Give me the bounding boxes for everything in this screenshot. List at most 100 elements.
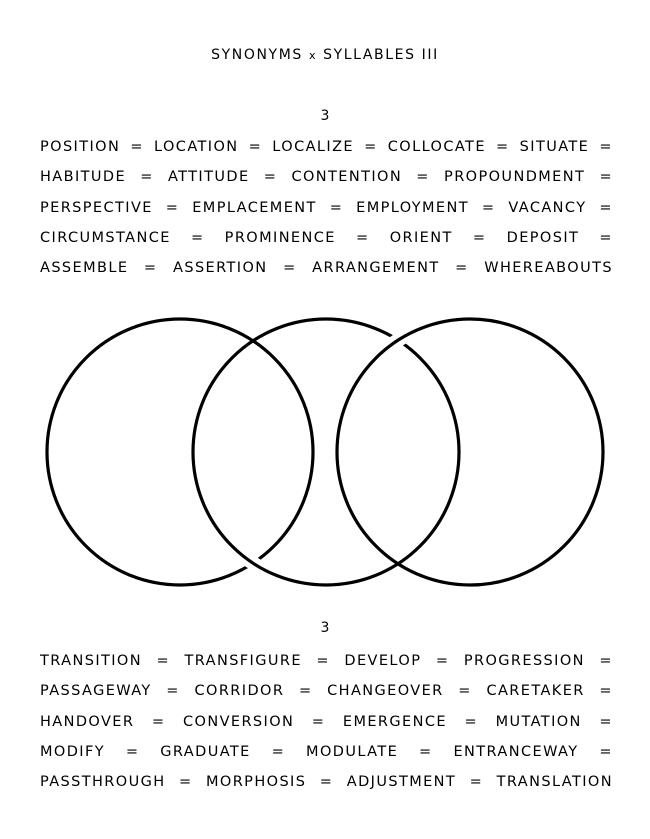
equals-sign: = [356,229,370,246]
synonym-word: CONVERSION [182,713,295,730]
equals-sign: = [151,713,166,730]
synonym-line: PERSPECTIVE = EMPLACEMENT = EMPLOYMENT = VACAN… [40,198,613,228]
left-circle [45,317,315,587]
synonym-word: HANDOVER [40,713,135,730]
synonym-word: POSITION [40,139,121,155]
equals-sign: = [599,139,613,155]
equals-sign: = [166,683,180,700]
synonym-word: COLLOCATE [387,139,486,155]
synonym-word: WHEREABOUTS [484,260,613,277]
equals-sign: = [458,683,472,700]
equals-sign: = [190,229,205,246]
equals-sign: = [156,653,171,669]
synonym-word: ATTITUDE [167,169,250,186]
equals-sign: = [599,743,613,760]
synonym-line: PASSTHROUGH=MORPHOSIS=ADJUSTMENT=TRANSLA… [40,772,613,802]
equals-sign: = [178,774,193,791]
synonym-word: ORIENT [389,229,453,246]
equals-sign: = [469,774,484,791]
synonym-word: HABITUDE [40,169,127,186]
poster-title: SYNONYMS x SYLLABLES III [0,47,650,63]
synonym-word: LOCATION [154,139,239,155]
equals-sign: = [311,713,326,730]
synonym-word: DEVELOP [344,653,422,669]
top-number: 3 [320,108,330,124]
synonym-word: ADJUSTMENT [346,774,457,791]
synonym-word: TRANSLATION [496,774,613,791]
equals-sign: = [140,169,154,186]
synonym-word: ASSEMBLE [40,260,129,277]
synonym-word: ENTRANCEWAY [453,743,579,760]
equals-sign: = [435,653,450,669]
equals-sign: = [599,713,613,730]
equals-sign: = [364,139,378,155]
equals-sign: = [455,260,469,277]
equals-sign: = [481,199,496,216]
synonym-word: EMPLACEMENT [192,199,317,216]
synonym-word: ARRANGEMENT [312,260,440,277]
equals-sign: = [496,139,510,155]
top-synonym-block: POSITION=LOCATION=LOCALIZE=COLLOCATE=SIT… [40,137,613,288]
synonym-word: MODIFY [40,743,105,760]
equals-sign: = [143,260,158,277]
equals-sign: = [329,199,344,216]
equals-sign: = [263,169,278,186]
equals-sign: = [125,743,140,760]
synonym-word: TRANSFIGURE [184,653,302,669]
equals-sign: = [319,774,334,791]
title-part-2: SYLLABLES III [323,47,439,63]
equals-sign: = [248,139,263,155]
equals-sign: = [316,653,330,669]
synonym-word: MODULATE [306,743,399,760]
synonym-line: CIRCUMSTANCE = PROMINENCE = ORIENT = DEPOSIT = [40,228,613,258]
synonym-word: EMERGENCE [342,713,447,730]
equals-sign: = [599,169,613,186]
right-circle [335,317,605,587]
synonym-word: CIRCUMSTANCE [40,229,171,246]
synonym-word: CARETAKER [486,683,585,700]
synonym-word: CORRIDOR [194,683,285,700]
synonym-word: PERSPECTIVE [40,199,153,216]
synonym-word: DEPOSIT [506,229,580,246]
equals-sign: = [283,260,297,277]
bottom-synonym-block: TRANSITION=TRANSFIGURE=DEVELOP=PROGRESSI… [40,651,613,802]
synonym-word: ASSERTION [173,260,268,277]
synonym-word: EMPLOYMENT [356,199,469,216]
title-part-1: SYNONYMS [211,47,303,63]
equals-sign: = [599,653,613,669]
synonym-line: TRANSITION = TRANSFIGURE = DEVELOP = PROGRESSI… [40,651,613,681]
synonym-word: PROGRESSION [463,653,585,669]
synonym-word: LOCALIZE [272,139,354,155]
middle-circle [191,317,461,587]
synonym-line: HANDOVER = CONVERSION = EMERGENCE = MUTATION = [40,712,613,742]
title-x: x [308,49,318,62]
synonym-line: HABITUDE = ATTITUDE = CONTENTION = PROPOUNDMEN… [40,167,613,197]
equals-sign: = [419,743,433,760]
synonym-word: PROMINENCE [224,229,336,246]
equals-sign: = [130,139,144,155]
synonym-word: GRADUATE [160,743,251,760]
equals-sign: = [165,199,180,216]
synonym-word: PROPOUNDMENT [444,169,586,186]
equals-sign: = [464,713,479,730]
equals-sign: = [298,683,313,700]
synonym-word: PASSAGEWAY [40,683,152,700]
synonym-line: ASSEMBLE = ASSERTION = ARRANGEMENT = WHEREABOU… [40,258,613,288]
synonym-word: VACANCY [508,199,587,216]
equals-sign: = [599,199,613,216]
synonym-line: PASSAGEWAY = CORRIDOR = CHANGEOVER = CARETAKER… [40,681,613,711]
equals-sign: = [271,743,286,760]
bottom-number: 3 [320,620,330,636]
synonym-word: CONTENTION [291,169,403,186]
synonym-word: TRANSITION [40,653,142,669]
synonym-word: CHANGEOVER [327,683,444,700]
synonym-word: MUTATION [495,713,582,730]
synonym-line: POSITION=LOCATION=LOCALIZE=COLLOCATE=SIT… [40,137,613,167]
synonym-word: PASSTHROUGH [40,774,166,791]
equals-sign: = [416,169,430,186]
synonym-line: MODIFY = GRADUATE = MODULATE = ENTRANCEWAY = [40,742,613,772]
equals-sign: = [599,229,613,246]
equals-sign: = [599,683,613,700]
equals-sign: = [472,229,487,246]
